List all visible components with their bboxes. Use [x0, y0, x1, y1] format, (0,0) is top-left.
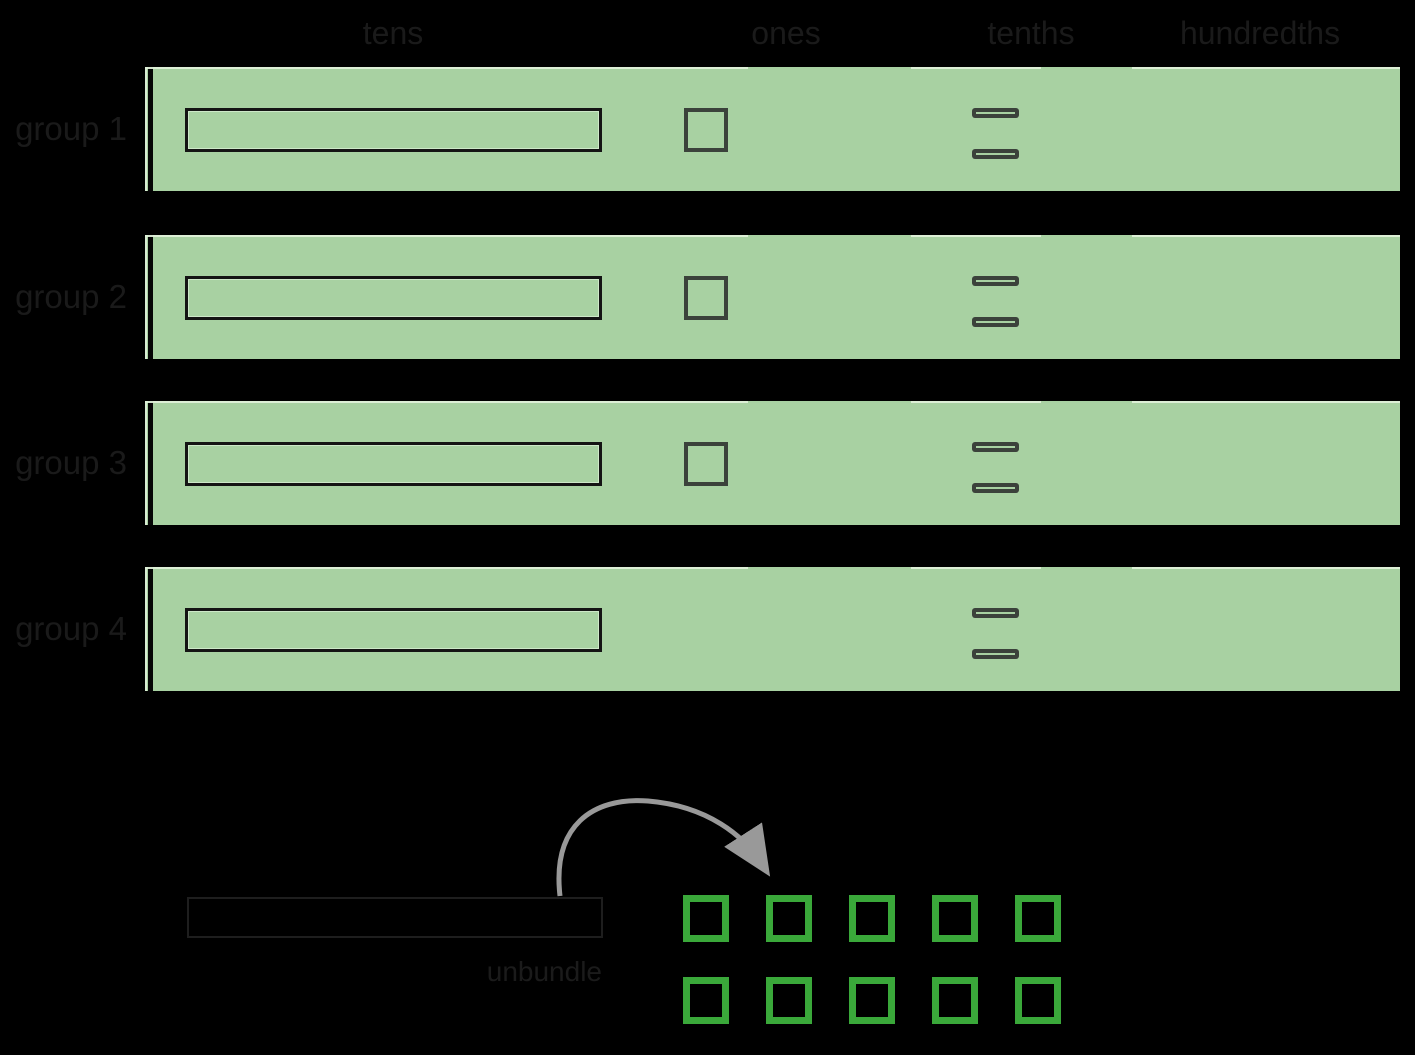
tens-rod: [185, 276, 602, 320]
band-top-highlight: [1132, 567, 1400, 569]
group-row-1: [145, 67, 1400, 191]
band-top-highlight: [145, 401, 748, 403]
column-header-hundredths: hundredths: [1179, 15, 1341, 51]
band-top-highlight: [145, 67, 748, 69]
ones-square: [684, 442, 728, 486]
band-left-highlight: [145, 67, 147, 191]
column-header-tenths: tenths: [987, 15, 1075, 51]
unbundle-label: unbundle: [486, 956, 602, 987]
tenth-strip: [972, 483, 1019, 493]
tens-rod: [185, 608, 602, 652]
unbundled-square: [1015, 895, 1061, 942]
band-top-highlight: [911, 235, 1041, 237]
group-3-label: group 3: [15, 444, 127, 481]
group-row-3: [145, 401, 1400, 525]
unbundled-square: [766, 977, 812, 1024]
unbundled-square: [932, 895, 978, 942]
unbundled-square: [683, 977, 729, 1024]
tenth-strip: [972, 649, 1019, 659]
band-top-highlight: [1132, 401, 1400, 403]
group-row-2: [145, 235, 1400, 359]
band-left-highlight: [145, 235, 147, 359]
band-left-divider: [148, 67, 153, 191]
tens-rod: [185, 108, 602, 152]
band-left-divider: [148, 401, 153, 525]
band-left-divider: [148, 235, 153, 359]
unbundled-square: [766, 895, 812, 942]
band-left-highlight: [145, 401, 147, 525]
tenth-strip: [972, 276, 1019, 286]
tenth-strip: [972, 317, 1019, 327]
bundled-ten-rod: [187, 897, 603, 938]
unbundled-square: [849, 895, 895, 942]
group-4-label: group 4: [15, 610, 127, 647]
tenth-strip: [972, 442, 1019, 452]
band-top-highlight: [145, 235, 748, 237]
ones-square: [684, 276, 728, 320]
band-left-divider: [148, 567, 153, 691]
band-top-highlight: [1132, 235, 1400, 237]
band-top-highlight: [145, 567, 748, 569]
unbundled-square: [932, 977, 978, 1024]
band-top-highlight: [1132, 67, 1400, 69]
unbundled-square: [683, 895, 729, 942]
group-2-label: group 2: [15, 278, 127, 315]
ones-square: [684, 108, 728, 152]
unbundled-square: [1015, 977, 1061, 1024]
unbundled-square: [849, 977, 895, 1024]
unbundled-squares-grid: [683, 895, 1061, 1024]
column-header-tens: tens: [362, 15, 424, 51]
tenth-strip: [972, 108, 1019, 118]
tens-rod: [185, 442, 602, 486]
group-1-label: group 1: [15, 110, 127, 147]
band-left-highlight: [145, 567, 147, 691]
tenth-strip: [972, 608, 1019, 618]
band-top-highlight: [911, 67, 1041, 69]
band-top-highlight: [911, 567, 1041, 569]
band-top-highlight: [911, 401, 1041, 403]
tenth-strip: [972, 149, 1019, 159]
group-row-4: [145, 567, 1400, 691]
column-header-ones: ones: [751, 15, 821, 51]
